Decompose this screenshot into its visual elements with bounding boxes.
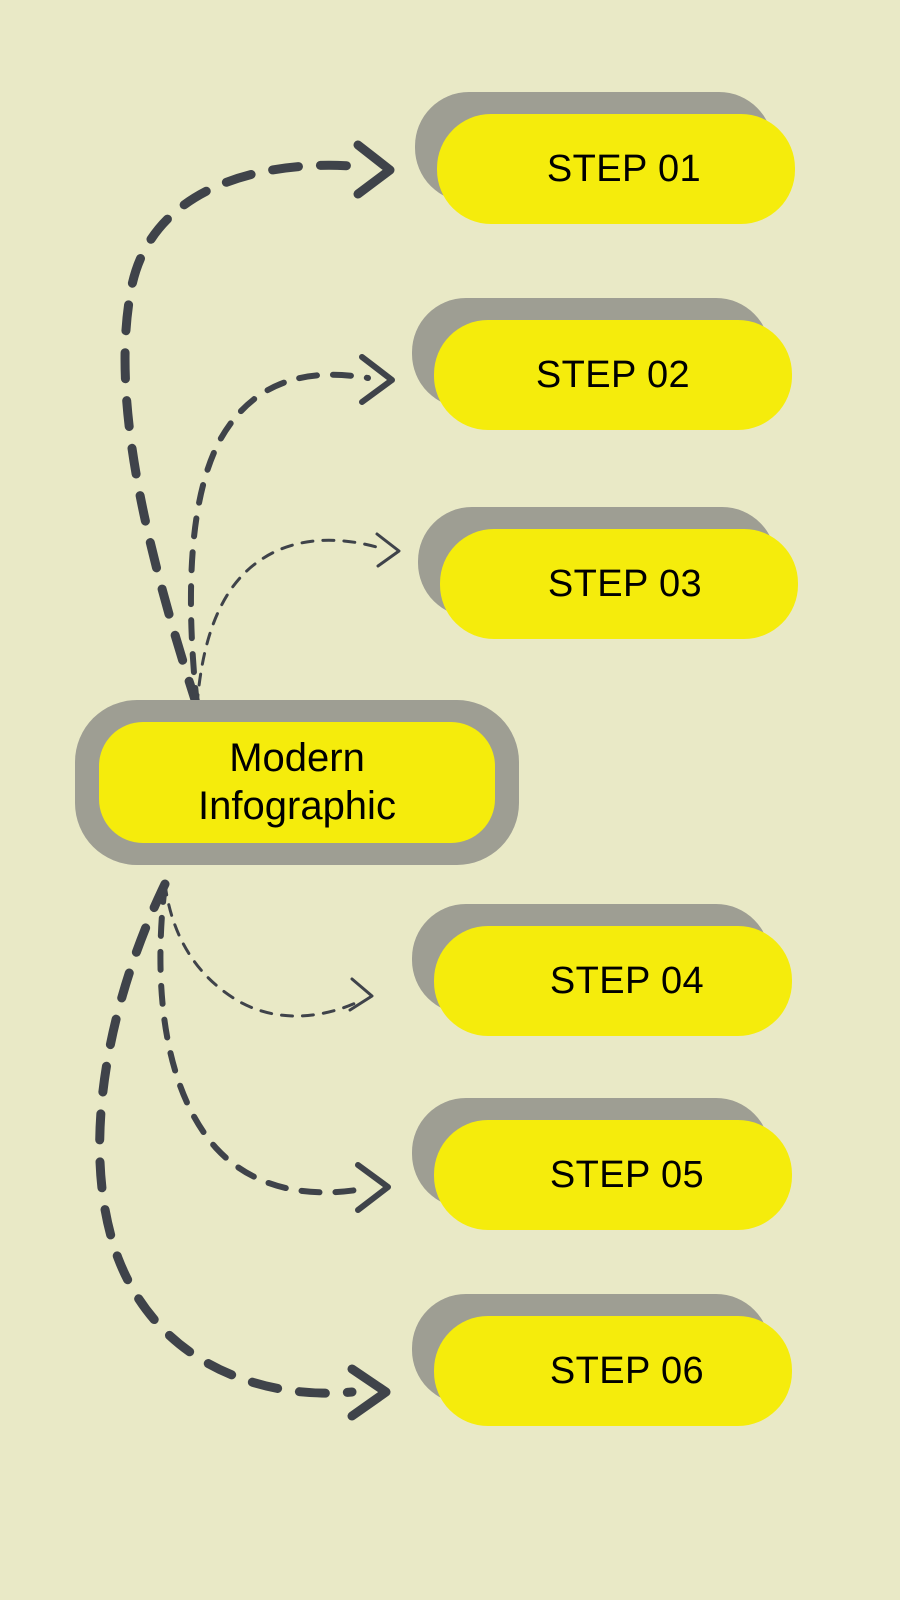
connector-to-step-02 <box>187 354 395 709</box>
step-label: STEP 03 <box>547 562 703 605</box>
step-card-01[interactable]: STEP 01 <box>415 92 795 224</box>
step-card-face: STEP 05 <box>434 1120 792 1230</box>
step-label: STEP 04 <box>549 959 705 1002</box>
connector-to-step-03 <box>195 532 401 708</box>
step-card-face: STEP 04 <box>434 926 792 1036</box>
step-card-face: STEP 03 <box>440 529 798 639</box>
step-label: STEP 01 <box>546 147 702 190</box>
connector-to-step-01 <box>120 140 395 711</box>
connector-to-step-04 <box>163 882 374 1018</box>
step-label: STEP 05 <box>549 1153 705 1196</box>
connector-to-step-06 <box>95 879 391 1421</box>
step-card-05[interactable]: STEP 05 <box>412 1098 792 1230</box>
center-title-line-1: Modern <box>229 736 365 781</box>
step-card-02[interactable]: STEP 02 <box>412 298 792 430</box>
step-card-face: STEP 01 <box>437 114 795 224</box>
center-node[interactable]: Modern Infographic <box>75 700 519 865</box>
step-card-face: STEP 02 <box>434 320 792 430</box>
step-label: STEP 06 <box>549 1349 705 1392</box>
step-card-04[interactable]: STEP 04 <box>412 904 792 1036</box>
step-card-03[interactable]: STEP 03 <box>418 507 798 639</box>
center-title-line-2: Infographic <box>198 783 396 828</box>
center-node-face: Modern Infographic <box>99 722 495 843</box>
step-label: STEP 02 <box>535 353 691 396</box>
step-card-06[interactable]: STEP 06 <box>412 1294 792 1426</box>
connector-to-step-05 <box>157 881 391 1213</box>
step-card-face: STEP 06 <box>434 1316 792 1426</box>
